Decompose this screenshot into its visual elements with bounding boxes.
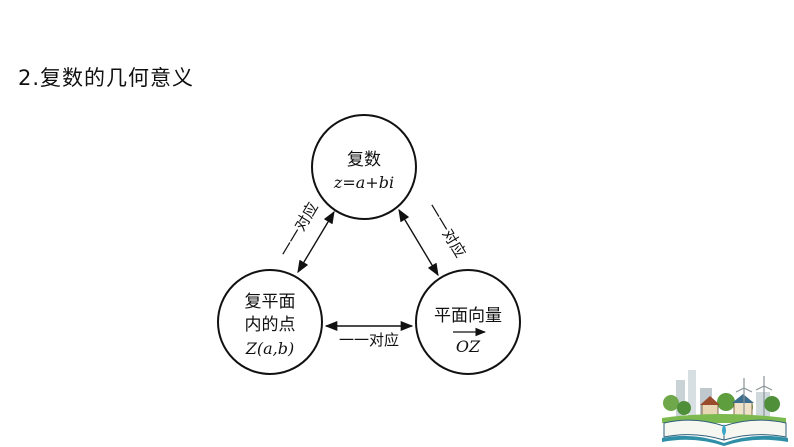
node-formula: OZ: [456, 337, 481, 356]
node-plane-point: 复平面 内的点 Z(a,b): [217, 269, 323, 375]
open-book-eco-town-icon: [662, 370, 788, 446]
edge-complex-vector: 一一对应: [398, 200, 469, 277]
double-arrow: [297, 210, 335, 274]
page-title: 2.复数的几何意义: [18, 66, 195, 90]
node-title-line1: 复平面: [245, 292, 296, 312]
node-title: 复数: [347, 150, 381, 170]
edge-complex-point: 一一对应: [276, 199, 335, 274]
edge-point-vector: 一一对应: [324, 320, 414, 349]
node-title: 平面向量: [434, 306, 502, 326]
node-formula: z=a+bi: [333, 173, 394, 192]
edge-label: 一一对应: [276, 199, 322, 260]
node-circle: [415, 269, 521, 375]
double-arrow: [398, 208, 439, 277]
node-plane-vector: 平面向量 OZ: [415, 269, 521, 375]
edge-label: 一一对应: [423, 200, 469, 261]
node-formula: Z(a,b): [245, 339, 294, 358]
node-complex-number: 复数 z=a+bi: [311, 114, 417, 220]
node-circle: [311, 114, 417, 220]
node-title-line2: 内的点: [245, 315, 296, 335]
edge-label: 一一对应: [339, 331, 399, 349]
node-circle: [217, 269, 323, 375]
